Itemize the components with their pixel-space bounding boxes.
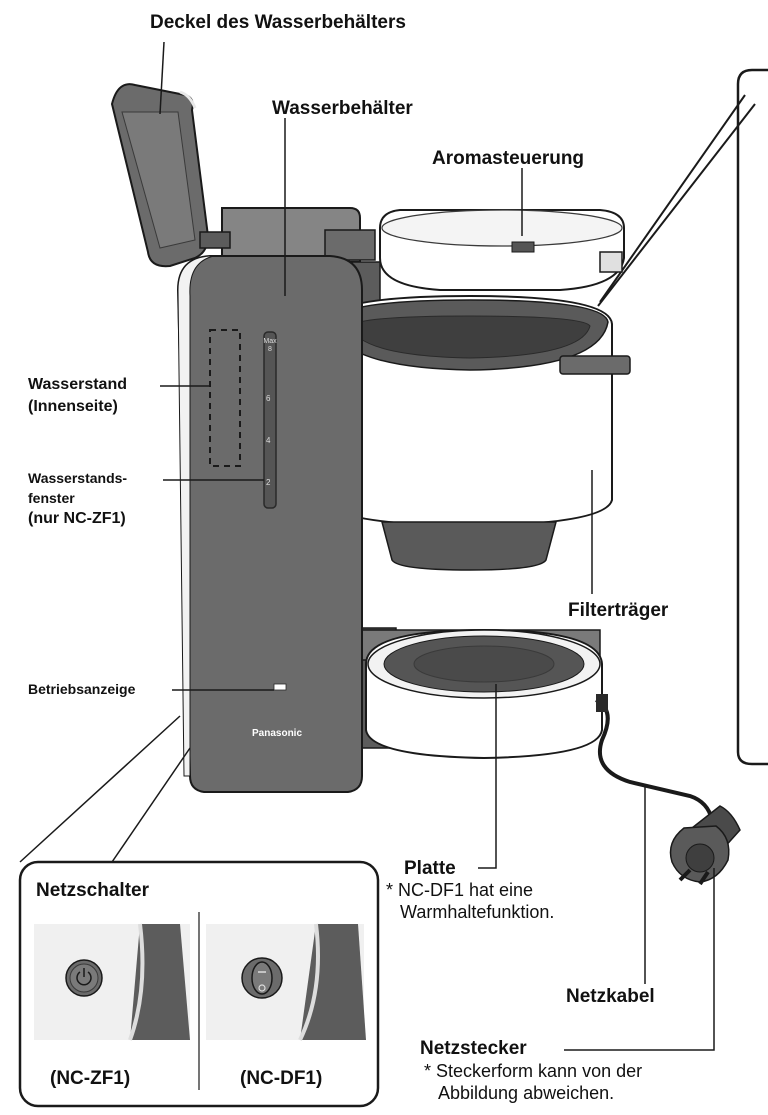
leader-lines: [159, 41, 715, 1051]
scale-mark-4: 4: [266, 436, 271, 445]
label-power-cord: Netzkabel: [566, 986, 655, 1007]
operation-indicator: [273, 683, 287, 691]
label-water-level-inside: (Innenseite): [28, 398, 118, 415]
label-window-line2: fenster: [28, 490, 75, 506]
inset-label-df1: (NC-DF1): [240, 1068, 323, 1089]
label-plate: Platte: [404, 858, 456, 879]
label-water-level: Wasserstand: [28, 376, 127, 393]
plate-note-line2: Warmhaltefunktion.: [400, 902, 555, 922]
inset-title-power-switch: Netzschalter: [36, 880, 149, 901]
plug-note-line1: * Steckerform kann von der: [424, 1061, 643, 1081]
inset-pointer-left: [19, 715, 181, 863]
scale-mark-6: 6: [266, 394, 271, 403]
label-window-model: (nur NC-ZF1): [28, 510, 126, 527]
power-button-icon: [76, 971, 92, 986]
label-tank-lid: Deckel des Wasserbehälters: [150, 12, 406, 33]
switch-panel-df1: [206, 923, 366, 1041]
plug-note-line2: Abbildung abweichen.: [438, 1083, 615, 1103]
label-aroma-control: Aromasteuerung: [432, 148, 585, 169]
scale-mark-max: Max 8: [263, 338, 277, 353]
switch-panel-zf1: [34, 923, 190, 1041]
power-plug-icon: [669, 805, 741, 886]
inset-label-zf1: (NC-ZF1): [50, 1068, 131, 1089]
label-operation-indicator: Betriebsanzeige: [28, 681, 136, 697]
label-water-tank: Wasserbehälter: [272, 98, 413, 119]
water-level-window: [263, 331, 277, 509]
scale-mark-2: 2: [266, 478, 271, 487]
power-cord: [594, 694, 714, 821]
label-power-plug: Netzstecker: [420, 1038, 527, 1059]
filter-holder: [319, 294, 631, 571]
inset-pointer-right: [111, 747, 191, 863]
aroma-lid: [379, 209, 625, 291]
tank-body: [176, 255, 363, 793]
rocker-switch-icon: [251, 961, 273, 995]
callout-line-upper: [599, 94, 746, 303]
water-level-inside-marker: [209, 329, 241, 467]
label-filter-holder: Filterträger: [568, 600, 669, 621]
plate-note-line1: * NC-DF1 hat eine: [386, 880, 534, 900]
callout-line-lower: [597, 103, 756, 307]
tank-lid: [110, 83, 231, 268]
brand-logo: Panasonic: [252, 728, 303, 739]
label-window-line1: Wasserstands-: [28, 470, 128, 486]
detail-callout-box: [736, 68, 768, 766]
warming-plate: [365, 628, 603, 760]
